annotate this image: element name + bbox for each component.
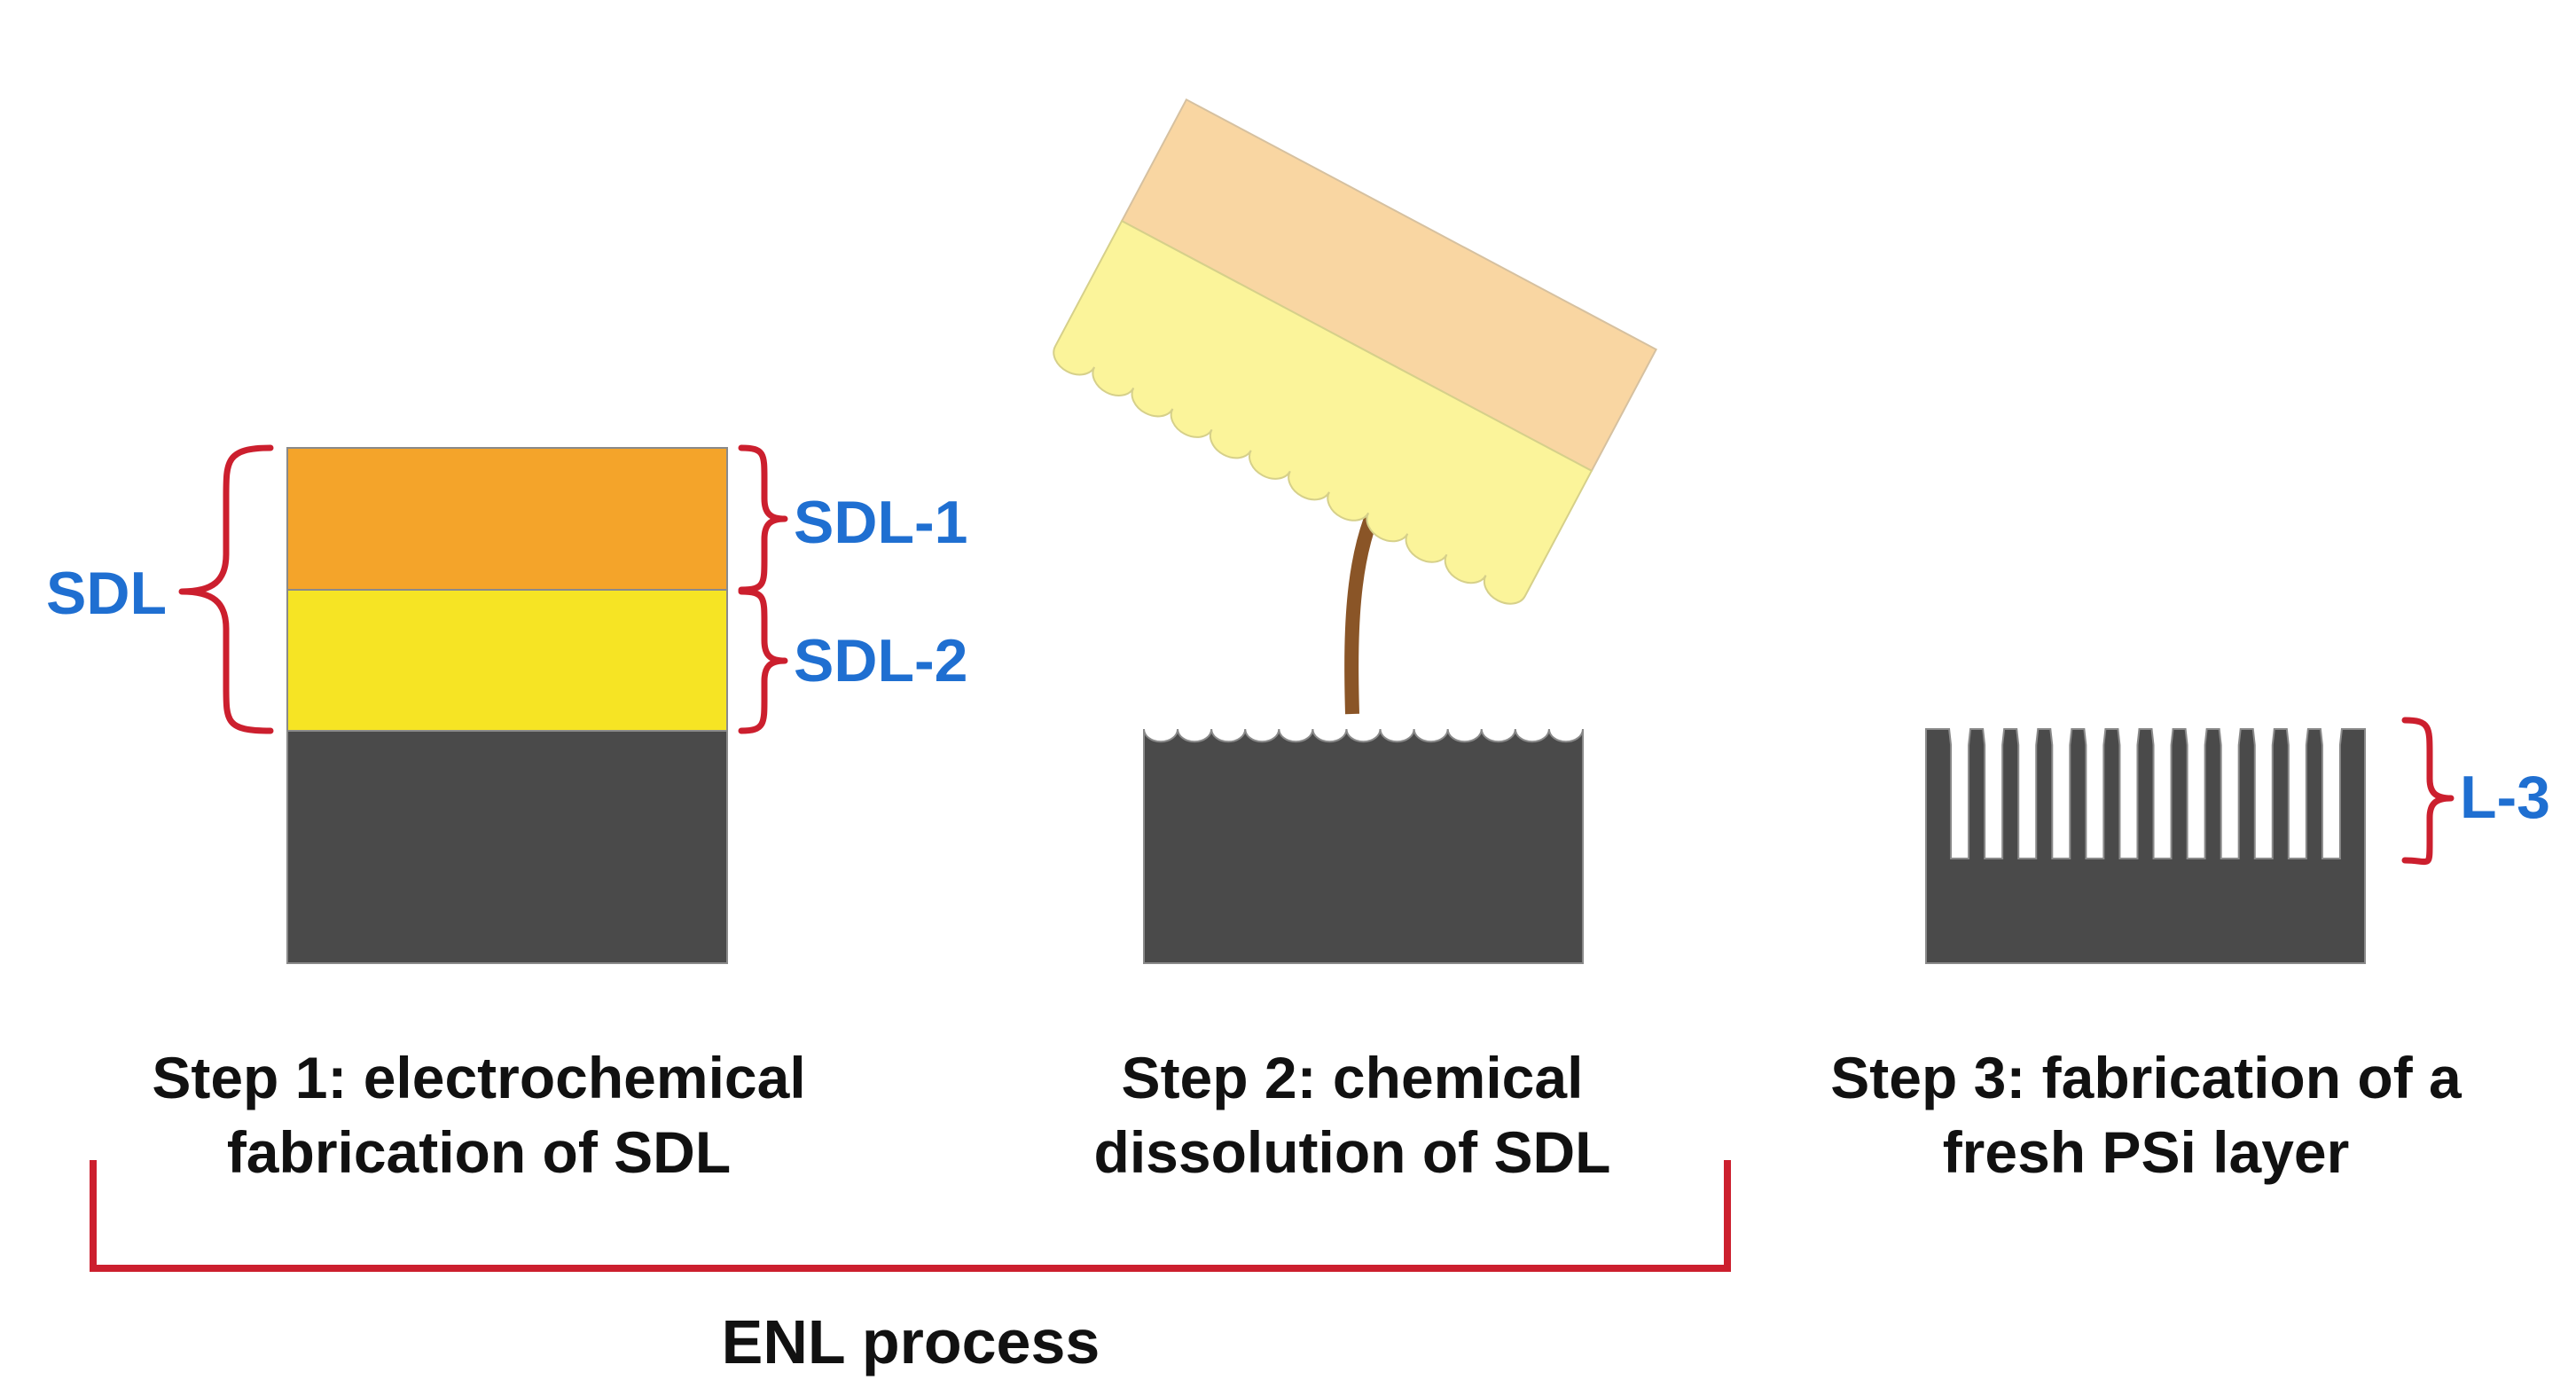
step2-substrate — [1143, 728, 1584, 964]
enl-process-label: ENL process — [722, 1307, 1100, 1376]
step3-psi-layer — [1925, 728, 2366, 964]
step1-substrate — [286, 730, 728, 964]
sdl-brace — [178, 444, 274, 734]
l3-label: L-3 — [2460, 764, 2550, 831]
step2-caption-line2: dissolution of SDL — [1094, 1119, 1611, 1185]
step3-caption-line1: Step 3: fabrication of a — [1830, 1045, 2462, 1110]
sdl2-brace — [738, 588, 788, 734]
sdl-label: SDL — [46, 560, 167, 627]
step1-caption-line2: fabrication of SDL — [227, 1119, 731, 1185]
sdl1-brace — [738, 444, 788, 593]
detached-sdl2 — [1053, 219, 1593, 605]
step1-caption-line1: Step 1: electrochemical — [152, 1045, 805, 1110]
porous-silicon-layer — [1925, 728, 2366, 964]
step3-caption-line2: fresh PSi layer — [1943, 1119, 2350, 1185]
sdl1-label: SDL-1 — [794, 489, 967, 556]
sdl2-label: SDL-2 — [794, 627, 967, 694]
step2-caption-line1: Step 2: chemical — [1122, 1045, 1584, 1110]
sdl2-layer — [286, 589, 728, 732]
scalloped-substrate — [1143, 728, 1584, 964]
l3-brace — [2401, 717, 2455, 866]
sdl1-layer — [286, 447, 728, 591]
detached-sdl — [1053, 98, 1658, 605]
enl-process-bracket — [90, 1160, 1731, 1272]
step1-stack — [286, 447, 728, 964]
